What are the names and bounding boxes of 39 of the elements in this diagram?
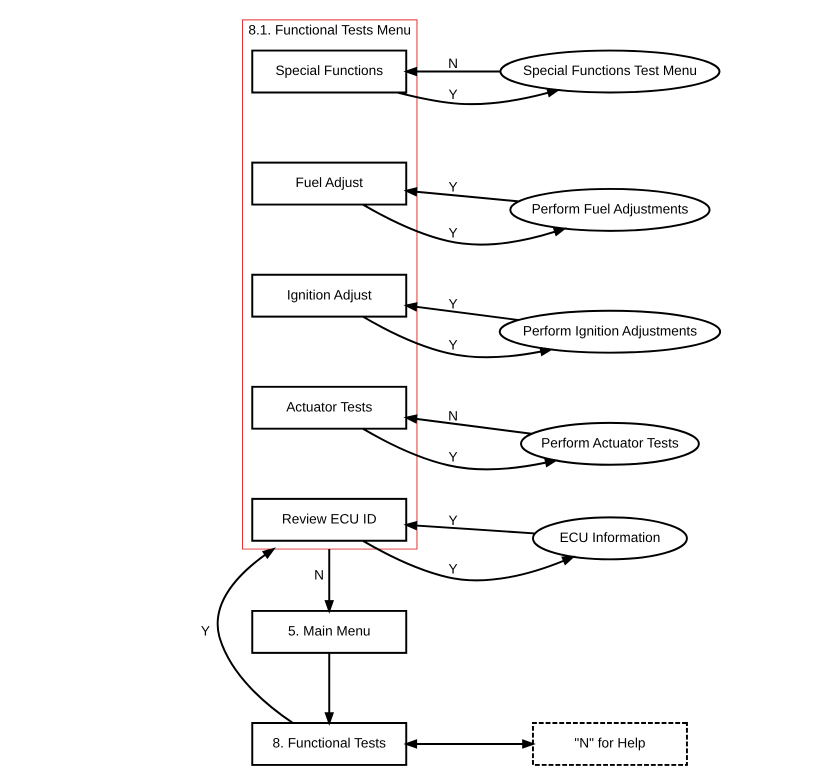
edge-label: N	[448, 408, 458, 424]
node-box: Fuel Adjust	[250, 162, 407, 206]
arrow	[402, 414, 532, 435]
arrow	[362, 316, 554, 358]
node-box: Special Functions	[250, 50, 407, 94]
edge-label: Y	[448, 296, 458, 312]
edge-label: Y	[448, 512, 458, 528]
arrow	[324, 549, 334, 614]
arrow	[362, 204, 567, 246]
node-ellipse: Perform Fuel Adjustments	[508, 188, 710, 232]
edge-label: Y	[448, 180, 458, 195]
edge-label: N	[448, 56, 458, 71]
arrow	[216, 547, 293, 724]
node-ellipse: Perform Actuator Tests	[520, 422, 700, 466]
edge-label: N	[314, 567, 324, 582]
arrow	[396, 88, 560, 106]
arrow	[402, 739, 536, 749]
arrow	[402, 187, 518, 202]
node-box: 5. Main Menu	[250, 610, 407, 654]
edge-label: Y	[448, 225, 458, 240]
arrow	[324, 652, 334, 726]
arrow	[362, 540, 576, 582]
edge-label: Y	[448, 450, 458, 465]
node-box: 8. Functional Tests	[250, 722, 407, 766]
node-box: "N" for Help	[531, 722, 688, 766]
edge-label: Y	[448, 337, 458, 352]
node-ellipse: Special Functions Test Menu	[498, 50, 720, 94]
node-box: Review ECU ID	[250, 498, 407, 542]
arrow	[402, 520, 534, 534]
node-ellipse: ECU Information	[531, 516, 688, 560]
edge-label: Y	[448, 87, 458, 102]
arrow	[402, 66, 500, 76]
edge-label: Y	[200, 624, 210, 638]
node-box: Actuator Tests	[250, 386, 407, 430]
edge-label: Y	[448, 562, 458, 577]
arrow	[362, 428, 558, 470]
node-box: Ignition Adjust	[250, 274, 407, 318]
arrow	[402, 302, 518, 321]
node-ellipse: Perform Ignition Adjustments	[498, 310, 721, 354]
